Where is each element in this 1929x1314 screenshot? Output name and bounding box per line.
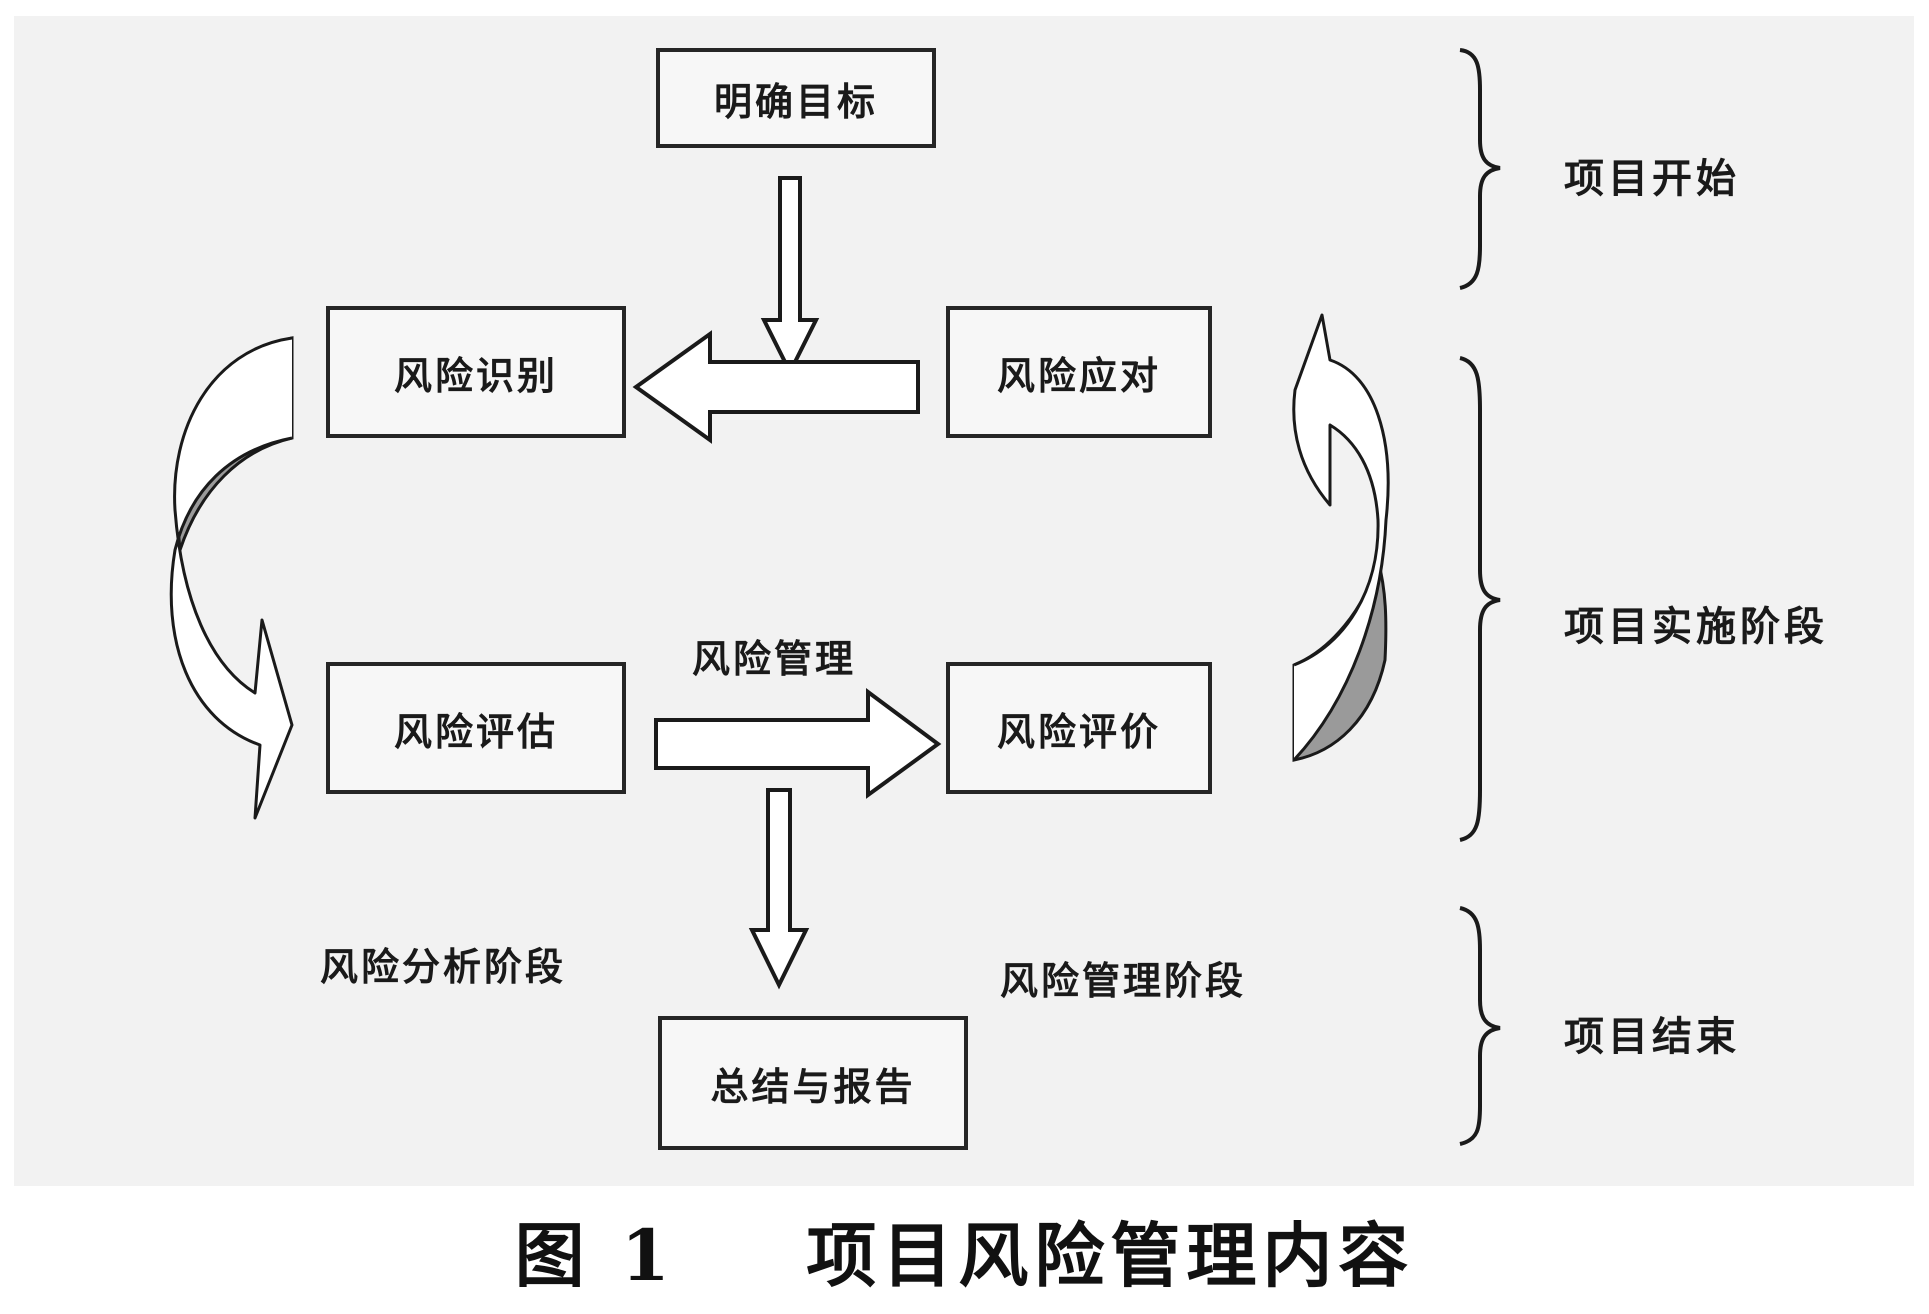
box-goal: 明确目标 <box>656 48 936 148</box>
left-arrow-respond-to-identify <box>632 330 920 444</box>
down-arrow-to-report <box>748 788 810 990</box>
phase-project-start: 项目开始 <box>1564 156 1740 202</box>
label-risk-analysis-stage: 风险分析阶段 <box>320 945 567 989</box>
label-risk-management-stage: 风险管理阶段 <box>1000 959 1247 1003</box>
curved-arrow-identify-to-assess-body <box>169 336 294 820</box>
figure-caption: 图 1 项目风险管理内容 <box>0 1200 1929 1301</box>
phase-project-end: 项目结束 <box>1564 1014 1740 1060</box>
down-arrow-goal <box>760 176 820 377</box>
box-risk-assessment: 风险评估 <box>326 662 626 794</box>
diagram-background <box>14 16 1914 1186</box>
box-risk-evaluation: 风险评价 <box>946 662 1212 794</box>
box-risk-identification: 风险识别 <box>326 306 626 438</box>
phase-implementation: 项目实施阶段 <box>1564 604 1828 650</box>
right-arrow-assess-to-evaluate <box>654 688 942 799</box>
brace-project-start <box>1459 48 1501 290</box>
figure-title: 项目风险管理内容 <box>806 1214 1415 1297</box>
brace-project-end <box>1459 906 1501 1146</box>
figure-number: 图 1 <box>514 1214 676 1297</box>
brace-implementation <box>1459 356 1501 842</box>
box-risk-response: 风险应对 <box>946 306 1212 438</box>
curved-arrow-evaluate-to-respond-body <box>1292 313 1390 762</box>
box-summary-report: 总结与报告 <box>658 1016 968 1150</box>
label-risk-management: 风险管理 <box>692 637 857 681</box>
